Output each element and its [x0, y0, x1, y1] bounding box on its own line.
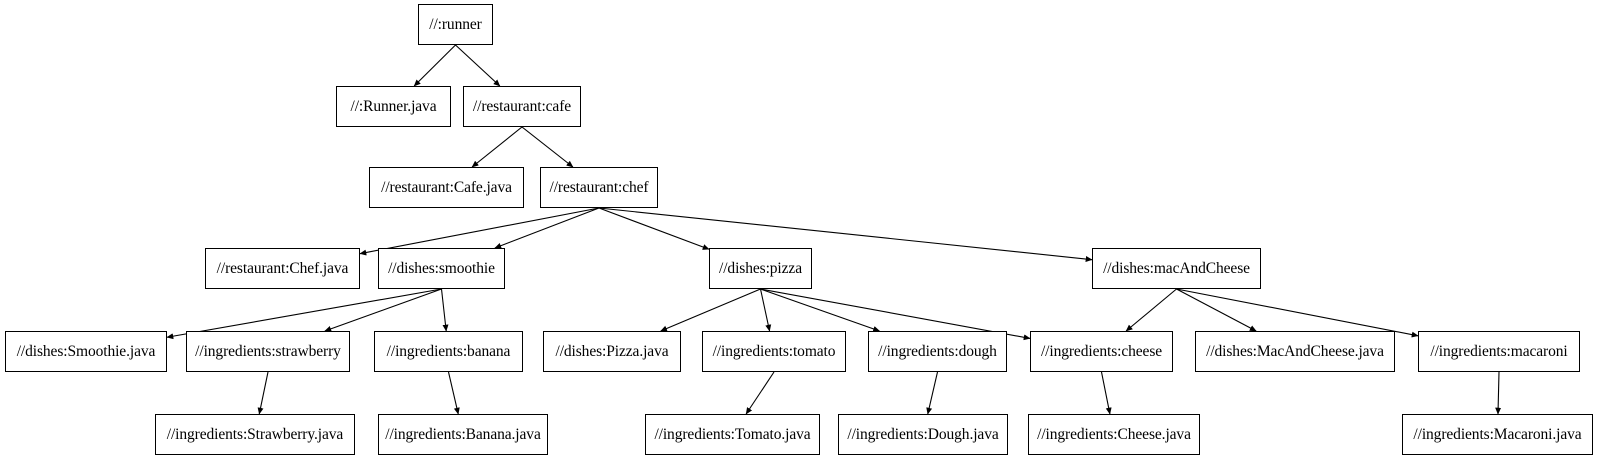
graph-node-dishes-pizza[interactable]: //dishes:pizza — [709, 248, 812, 289]
graph-node-runner-java[interactable]: //:Runner.java — [336, 86, 451, 127]
graph-node-restaurant-chef[interactable]: //restaurant:chef — [540, 167, 658, 208]
graph-node-ing-banana[interactable]: //ingredients:banana — [374, 331, 523, 372]
graph-node-label: //ingredients:Dough.java — [847, 425, 999, 443]
graph-node-label: //restaurant:Chef.java — [216, 259, 349, 277]
graph-node-ing-tomato-java[interactable]: //ingredients:Tomato.java — [645, 414, 820, 455]
graph-node-label: //ingredients:Cheese.java — [1037, 425, 1191, 443]
graph-node-label: //ingredients:cheese — [1040, 342, 1163, 360]
graph-node-dishes-smoothie-java[interactable]: //dishes:Smoothie.java — [5, 331, 167, 372]
graph-node-label: //ingredients:Strawberry.java — [166, 425, 344, 443]
graph-node-ing-cheese-java[interactable]: //ingredients:Cheese.java — [1028, 414, 1200, 455]
graph-node-ing-macaroni[interactable]: //ingredients:macaroni — [1418, 331, 1580, 372]
graph-node-label: //dishes:Pizza.java — [555, 342, 669, 360]
graph-node-restaurant-cafe[interactable]: //restaurant:cafe — [463, 86, 581, 127]
graph-node-label: //ingredients:dough — [878, 342, 997, 360]
graph-node-label: //dishes:Smoothie.java — [16, 342, 156, 360]
graph-node-label: //:Runner.java — [350, 97, 437, 115]
graph-node-ing-dough[interactable]: //ingredients:dough — [868, 331, 1007, 372]
graph-node-ing-banana-java[interactable]: //ingredients:Banana.java — [378, 414, 548, 455]
graph-node-label: //:runner — [429, 15, 482, 33]
graph-node-dishes-macandcheese-java[interactable]: //dishes:MacAndCheese.java — [1195, 331, 1395, 372]
graph-node-label: //dishes:pizza — [719, 259, 802, 277]
graph-node-dishes-smoothie[interactable]: //dishes:smoothie — [378, 248, 505, 289]
graph-node-label: //restaurant:chef — [549, 178, 649, 196]
graph-node-label: //dishes:smoothie — [388, 259, 495, 277]
graph-node-runner[interactable]: //:runner — [418, 4, 493, 45]
graph-node-label: //ingredients:macaroni — [1430, 342, 1568, 360]
graph-node-label: //dishes:macAndCheese — [1103, 259, 1250, 277]
graph-node-dishes-macandcheese[interactable]: //dishes:macAndCheese — [1092, 248, 1261, 289]
graph-node-label: //ingredients:strawberry — [195, 342, 341, 360]
graph-node-ing-cheese[interactable]: //ingredients:cheese — [1030, 331, 1173, 372]
graph-node-label: //ingredients:tomato — [712, 342, 836, 360]
graph-node-label: //ingredients:Banana.java — [385, 425, 541, 443]
graph-node-restaurant-chef-java[interactable]: //restaurant:Chef.java — [205, 248, 360, 289]
graph-node-restaurant-cafe-java[interactable]: //restaurant:Cafe.java — [369, 167, 524, 208]
graph-node-label: //ingredients:banana — [386, 342, 511, 360]
graph-node-label: //restaurant:cafe — [472, 97, 572, 115]
graph-node-label: //dishes:MacAndCheese.java — [1206, 342, 1384, 360]
graph-node-ing-macaroni-java[interactable]: //ingredients:Macaroni.java — [1402, 414, 1593, 455]
graph-node-label: //restaurant:Cafe.java — [381, 178, 512, 196]
graph-node-ing-strawberry[interactable]: //ingredients:strawberry — [186, 331, 350, 372]
graph-node-label: //ingredients:Macaroni.java — [1413, 425, 1582, 443]
graph-node-ing-dough-java[interactable]: //ingredients:Dough.java — [838, 414, 1008, 455]
graph-node-dishes-pizza-java[interactable]: //dishes:Pizza.java — [543, 331, 681, 372]
graph-node-ing-tomato[interactable]: //ingredients:tomato — [702, 331, 846, 372]
graph-node-label: //ingredients:Tomato.java — [654, 425, 811, 443]
graph-node-ing-strawberry-java[interactable]: //ingredients:Strawberry.java — [155, 414, 355, 455]
